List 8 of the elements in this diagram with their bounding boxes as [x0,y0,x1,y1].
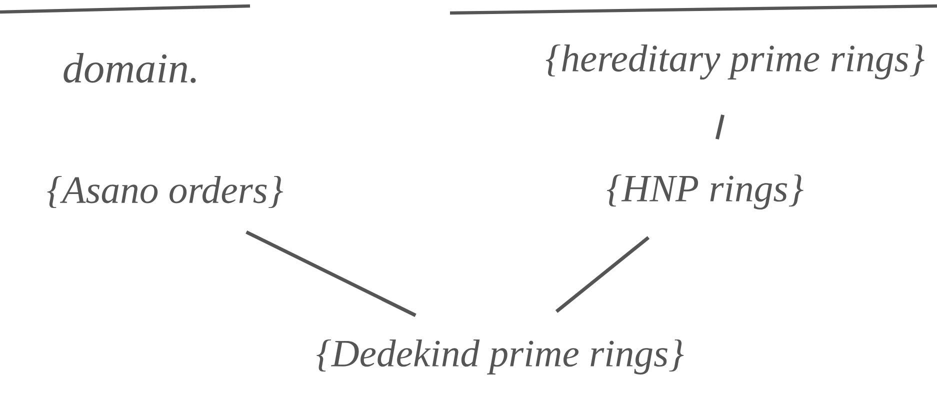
set-label: {Dedekind prime rings} [316,340,684,374]
set-label: {HNP rings} [607,174,804,210]
connector-line [715,114,724,140]
set-label: {hereditary prime rings} [546,44,924,80]
set-label: {Asano orders} [47,176,284,208]
connector-line [246,230,416,317]
handwritten-note: domain. [64,53,196,83]
connector-line [555,236,650,313]
